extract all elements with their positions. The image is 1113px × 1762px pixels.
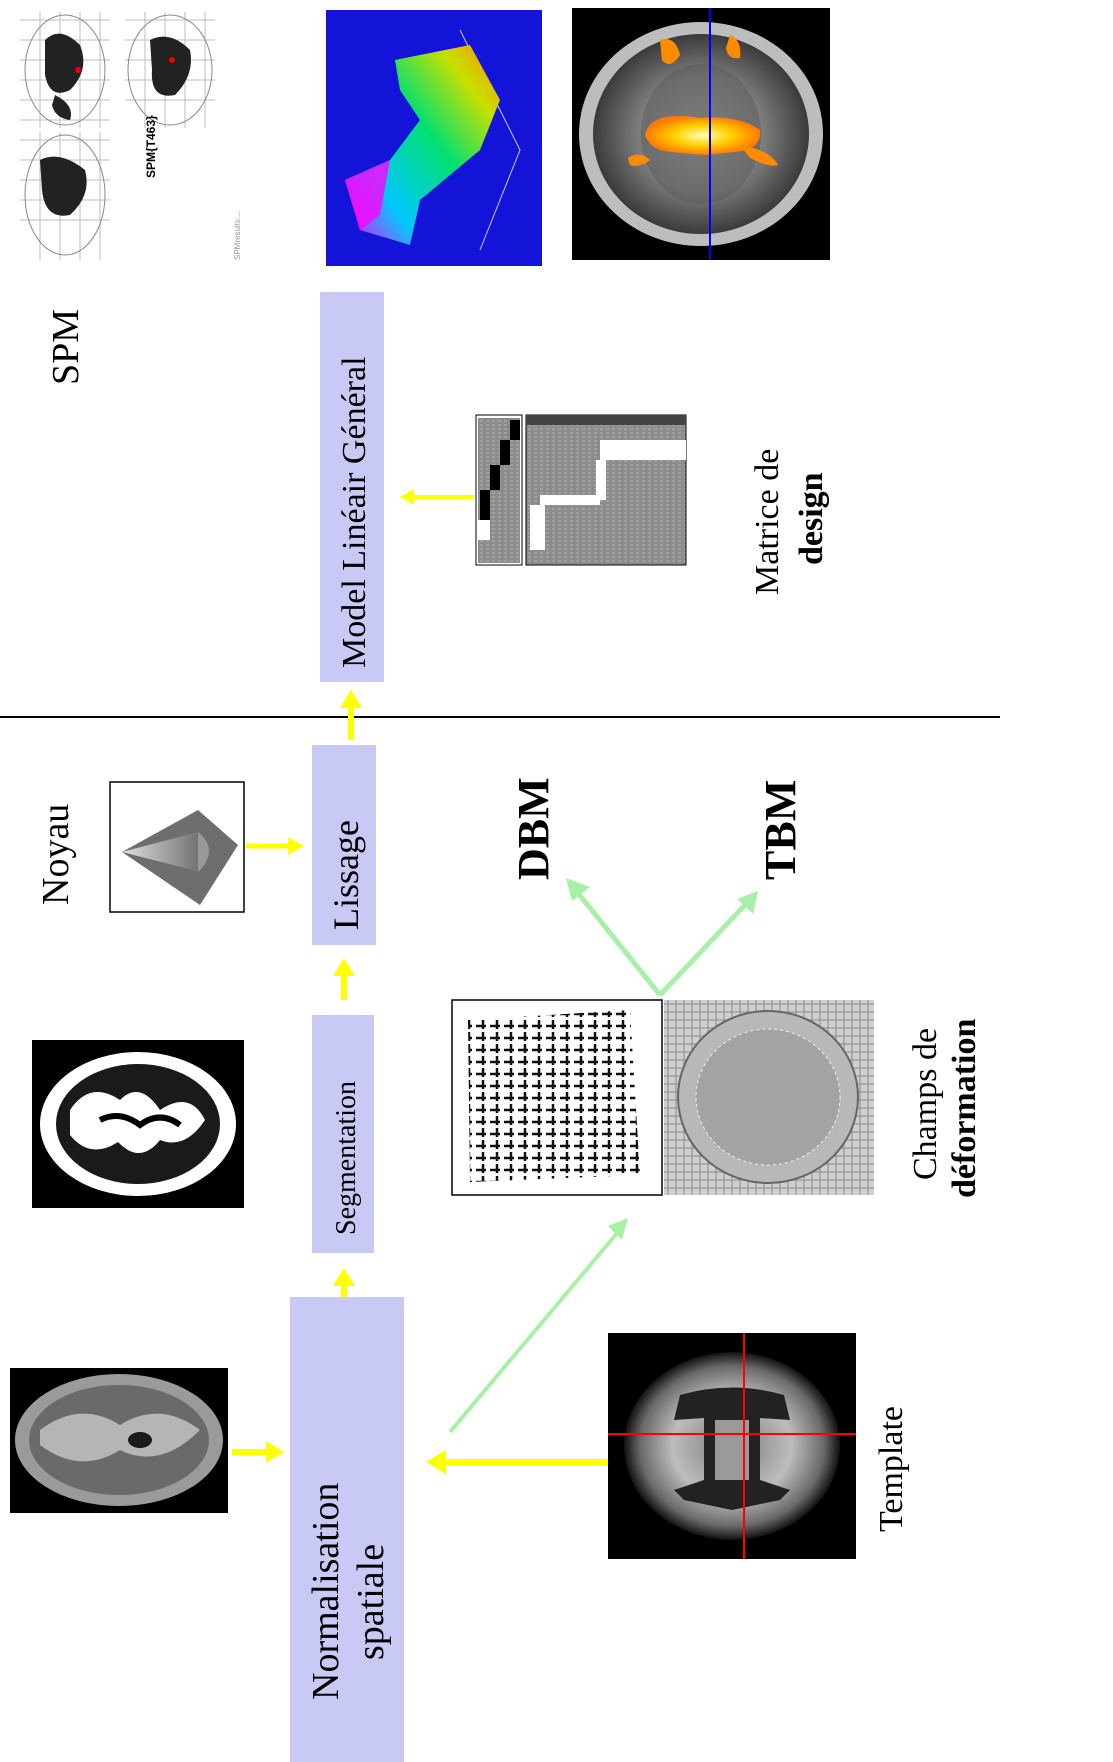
matrice-label-line2: design	[793, 472, 830, 565]
raw-mri-image	[10, 1368, 228, 1513]
spm-glass-brain-image: SPM{T463} SPMresults:...	[8, 8, 273, 288]
segmentation-box	[312, 1015, 374, 1253]
arrow-template-to-normalisation	[426, 1450, 612, 1474]
design-matrix-image	[475, 414, 687, 566]
spm-footer: SPMresults:...	[233, 210, 242, 260]
segmentation-label: Segmentation	[331, 1081, 362, 1235]
matrice-label-line1: Matrice de	[749, 449, 786, 595]
template-image	[608, 1333, 856, 1559]
champs-label-line1: Champs de	[907, 1028, 944, 1180]
model-lineaire-box	[320, 292, 384, 682]
deformation-field-image	[664, 1000, 874, 1195]
arrow-deformation-to-dbm	[566, 878, 662, 997]
arrow-matrix-to-model	[400, 489, 474, 505]
normalisation-box	[290, 1297, 404, 1762]
normalisation-label-line2: spatiale	[350, 1544, 392, 1660]
normalisation-label-line1: Normalisation	[305, 1483, 347, 1700]
tbm-label: TBM	[756, 780, 805, 880]
arrow-normalisation-to-segmentation	[333, 1268, 355, 1300]
arrow-deformation-to-tbm	[658, 891, 758, 997]
arrow-lissage-to-model	[340, 690, 362, 740]
arrow-normalisation-to-deformation	[448, 1218, 628, 1434]
template-label: Template	[873, 1406, 910, 1532]
model-lineaire-label: Model Linéair Général	[336, 356, 373, 668]
deformation-grid-image	[451, 999, 663, 1196]
activation-map-image	[572, 8, 830, 260]
lissage-box	[312, 745, 376, 945]
spm-label: SPM	[45, 309, 87, 385]
champs-label-line2: déformation	[946, 1018, 983, 1198]
noyau-label: Noyau	[35, 804, 77, 905]
spm-surface-plot-image	[326, 10, 542, 266]
arrow-raw-to-normalisation	[232, 1441, 284, 1463]
arrow-kernel-to-lissage	[246, 837, 304, 855]
lissage-label: Lissage	[326, 820, 366, 930]
spm-caption: SPM{T463}	[144, 115, 158, 178]
dbm-label: DBM	[509, 777, 558, 880]
arrow-segmentation-to-lissage	[333, 958, 355, 1000]
kernel-image	[109, 781, 245, 913]
segmented-brain-image	[32, 1040, 244, 1208]
